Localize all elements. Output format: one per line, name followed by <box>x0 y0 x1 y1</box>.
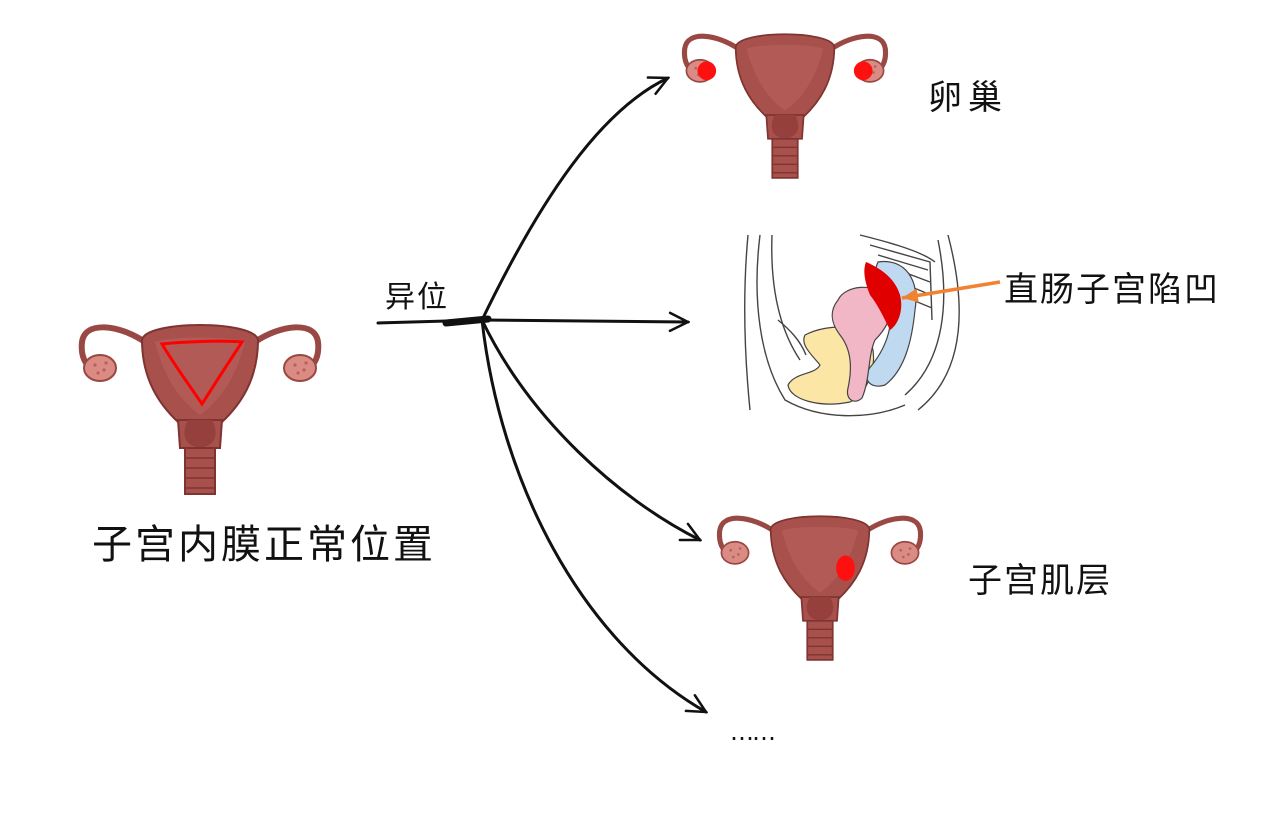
normal-uterus-figure <box>82 325 319 494</box>
pouch-lesion <box>864 262 902 330</box>
label-ovary: 卵巢 <box>928 78 1008 118</box>
label-more: …… <box>730 718 776 746</box>
label-rectouterine-pouch: 直肠子宫陷凹 <box>1004 270 1220 310</box>
pouch-pointer-arrow <box>901 280 1001 303</box>
arrow-to-pouch <box>480 320 688 322</box>
myometrium-lesion <box>836 555 855 581</box>
label-myometrium: 子宫肌层 <box>968 561 1112 601</box>
arrow-to-myometrium <box>480 318 700 542</box>
branch-arrows <box>376 78 706 714</box>
endometrium-outline <box>159 339 245 407</box>
pelvic-section-figure <box>743 234 1001 417</box>
ovary-uterus-figure <box>684 34 885 178</box>
label-ectopic: 异位 <box>385 280 449 315</box>
arrow-to-more <box>480 318 706 714</box>
myometrium-uterus-figure <box>719 516 920 660</box>
ovary-lesion-left <box>697 61 717 81</box>
ovary-lesion-right <box>853 61 873 81</box>
arrow-to-ovary <box>480 78 668 322</box>
label-normal-position: 子宫内膜正常位置 <box>92 522 436 568</box>
